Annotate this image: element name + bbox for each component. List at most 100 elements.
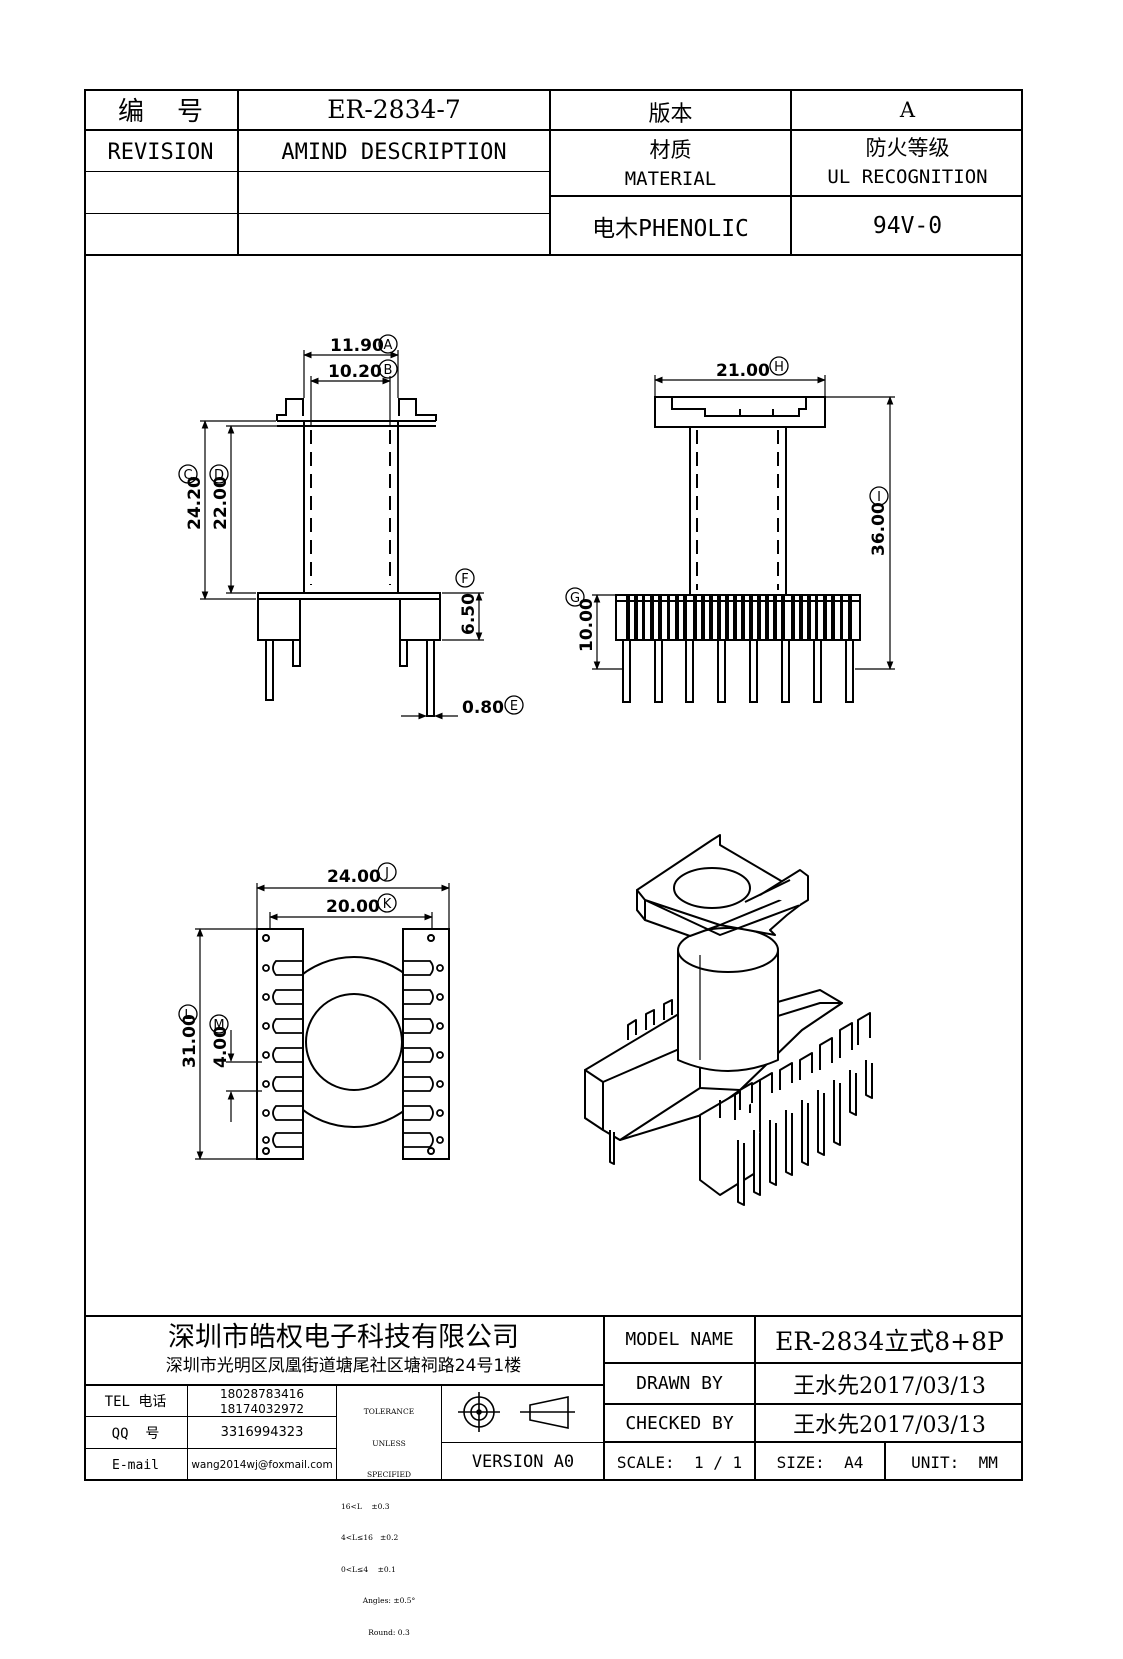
pin-hole bbox=[262, 964, 270, 972]
slot-outline bbox=[403, 989, 434, 1005]
dim-f-value: 6.50 bbox=[459, 593, 479, 635]
slot-outline bbox=[272, 960, 303, 976]
front-view-dimension-lines bbox=[200, 350, 484, 720]
pin-hole bbox=[262, 1051, 270, 1059]
tag-a: A bbox=[378, 334, 398, 354]
drawing-frame bbox=[84, 89, 1023, 1481]
svg-text:M: M bbox=[213, 1018, 224, 1033]
pin-hole bbox=[436, 964, 444, 972]
tel-2: 18174032972 bbox=[220, 1401, 304, 1416]
svg-text:J: J bbox=[384, 866, 389, 881]
company-address: 深圳市光明区凤凰街道塘尾社区塘祠路24号1楼 bbox=[165, 1355, 522, 1376]
qq-label: QQ 号 bbox=[111, 1425, 160, 1442]
svg-text:K: K bbox=[383, 897, 392, 912]
drawn-by-value: 王水先2017/03/13 bbox=[793, 1373, 986, 1399]
slot-outline bbox=[272, 1105, 303, 1121]
size-label: SIZE: A4 bbox=[776, 1452, 864, 1472]
revision-label: REVISION bbox=[107, 139, 214, 165]
unit-label: UNIT: MM bbox=[911, 1452, 998, 1472]
svg-text:C: C bbox=[183, 468, 192, 483]
material-cn: 材质 bbox=[649, 138, 692, 162]
material-en: MATERIAL bbox=[624, 168, 717, 190]
slot-outline bbox=[403, 1076, 434, 1092]
svg-text:H: H bbox=[774, 360, 784, 375]
dimension-labels: 11.90 10.20 0.80 21.00 24.00 20.00 24.20… bbox=[180, 336, 889, 1068]
tag-c: C bbox=[178, 464, 198, 484]
dim-c-value: 24.20 bbox=[185, 476, 205, 530]
amind-description-label: AMIND DESCRIPTION bbox=[281, 139, 507, 165]
dim-d-value: 22.00 bbox=[211, 476, 231, 530]
material-value: 电木PHENOLIC bbox=[592, 215, 749, 242]
slot-outline bbox=[272, 989, 303, 1005]
drawn-by-label: DRAWN BY bbox=[636, 1373, 723, 1394]
slot-outline bbox=[403, 1132, 434, 1148]
svg-text:D: D bbox=[214, 468, 224, 483]
dim-g-value: 10.00 bbox=[577, 598, 597, 652]
pin-hole bbox=[436, 1136, 444, 1144]
number-value: ER-2834-7 bbox=[327, 94, 461, 124]
tag-j: J bbox=[377, 862, 397, 882]
technical-drawings: 11.90 10.20 0.80 21.00 24.00 20.00 24.20… bbox=[178, 334, 895, 1206]
slot-outline bbox=[272, 1047, 303, 1063]
tag-m: M bbox=[209, 1014, 229, 1034]
pin-hole bbox=[436, 1080, 444, 1088]
version-value: A bbox=[899, 98, 916, 122]
dim-b-value: 10.20 bbox=[328, 362, 382, 382]
bottom-view-slots bbox=[262, 960, 444, 1148]
pin-hole bbox=[262, 1080, 270, 1088]
slot-outline bbox=[272, 1076, 303, 1092]
dim-l-value: 31.00 bbox=[180, 1014, 200, 1068]
dim-h-value: 21.00 bbox=[716, 361, 770, 381]
fire-rating-cn: 防火等级 bbox=[865, 136, 950, 160]
bottom-view-dimension-lines bbox=[195, 883, 450, 1160]
front-view bbox=[257, 398, 441, 717]
side-view-dimension-lines bbox=[592, 375, 895, 670]
slot-outline bbox=[272, 1132, 303, 1148]
email-value: wang2014wj@foxmail.com bbox=[191, 1459, 333, 1471]
company-name: 深圳市皓权电子科技有限公司 bbox=[168, 1321, 519, 1353]
version-label: 版本 bbox=[648, 102, 693, 127]
tag-k: K bbox=[377, 893, 397, 913]
qq-value: 3316994323 bbox=[220, 1425, 304, 1440]
tag-i: I bbox=[869, 486, 889, 506]
projection-symbol bbox=[458, 1392, 575, 1432]
svg-text:E: E bbox=[510, 699, 518, 714]
slot-outline bbox=[403, 960, 434, 976]
fire-rating-value: 94V-0 bbox=[872, 212, 943, 239]
checked-by-label: CHECKED BY bbox=[625, 1412, 734, 1434]
pin-hole bbox=[262, 1136, 270, 1144]
version-label: VERSION A0 bbox=[471, 1452, 575, 1472]
svg-text:F: F bbox=[461, 572, 468, 587]
pin-hole bbox=[262, 993, 270, 1001]
side-view bbox=[615, 396, 861, 641]
tag-l: L bbox=[178, 1004, 198, 1024]
model-name-value: ER-2834立式8+8P bbox=[775, 1326, 1004, 1356]
dim-k-value: 20.00 bbox=[326, 897, 380, 917]
dim-i-value: 36.00 bbox=[869, 502, 889, 556]
tag-d: D bbox=[209, 464, 229, 484]
svg-text:G: G bbox=[570, 591, 580, 606]
isometric-view bbox=[584, 834, 873, 1206]
slot-outline bbox=[403, 1018, 434, 1034]
dim-e-value: 0.80 bbox=[462, 698, 504, 718]
svg-text:A: A bbox=[384, 338, 393, 353]
tag-e: E bbox=[504, 695, 524, 715]
dimension-tags: A B C D E F G H I J K L M bbox=[178, 334, 889, 1034]
pin-hole bbox=[436, 1051, 444, 1059]
side-view-slots bbox=[626, 596, 852, 640]
dim-m-value: 4.00 bbox=[211, 1026, 231, 1068]
pin-hole bbox=[436, 993, 444, 1001]
svg-text:I: I bbox=[877, 490, 881, 505]
svg-text:B: B bbox=[384, 363, 393, 378]
tag-h: H bbox=[769, 356, 789, 376]
svg-text:L: L bbox=[184, 1008, 192, 1023]
pin-hole bbox=[262, 1109, 270, 1117]
fire-rating-en: UL RECOGNITION bbox=[827, 166, 988, 188]
tag-f: F bbox=[455, 568, 475, 588]
tel-label: TEL 电话 bbox=[104, 1394, 167, 1410]
side-view-pins bbox=[622, 640, 854, 703]
dim-j-value: 24.00 bbox=[327, 867, 381, 887]
tag-g: G bbox=[565, 587, 585, 607]
slot-outline bbox=[403, 1105, 434, 1121]
tag-b: B bbox=[378, 359, 398, 379]
